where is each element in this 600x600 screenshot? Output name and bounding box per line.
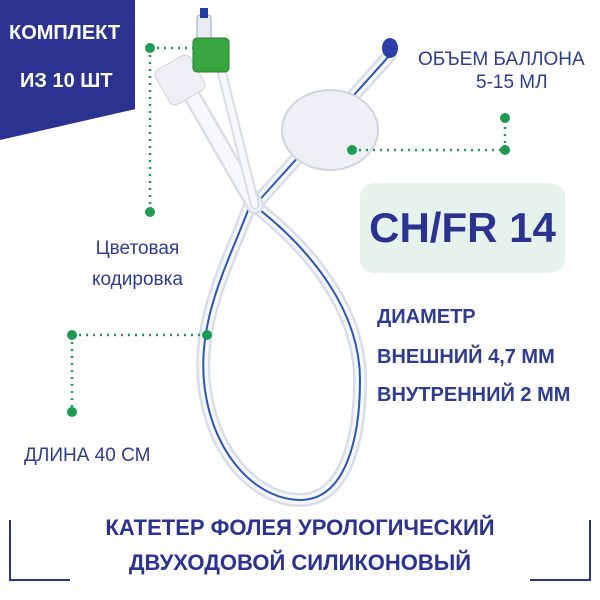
color-coding-line2: кодировка <box>92 269 183 290</box>
size-badge: CH/FR 14 <box>360 183 565 273</box>
color-coding-label: Цветовая кодировка <box>92 237 183 291</box>
color-coding-line1: Цветовая <box>95 238 180 259</box>
kit-badge: КОМПЛЕКТ ИЗ 10 ШТ <box>0 0 135 140</box>
size-label: CH/FR 14 <box>369 204 556 251</box>
product-title-line2: ДВУХОДОВОЙ СИЛИКОНОВЫЙ <box>128 550 472 575</box>
kit-badge-line1: КОМПЛЕКТ <box>9 22 121 44</box>
diameter-line2: ВНЕШНИЙ 4,7 ММ <box>377 346 555 368</box>
diameter-line1: ДИАМЕТР <box>377 306 476 328</box>
balloon-volume-label: ОБЪЕМ БАЛЛОНА 5-15 МЛ <box>418 48 585 94</box>
kit-badge-line2: ИЗ 10 ШТ <box>20 70 113 92</box>
balloon-line2: 5-15 МЛ <box>476 72 548 93</box>
balloon-line1: ОБЪЕМ БАЛЛОНА <box>418 49 585 70</box>
length-label: ДЛИНА 40 СМ <box>24 445 151 466</box>
diameter-line3: ВНУТРЕННИЙ 2 ММ <box>377 384 571 406</box>
diameter-block: ДИАМЕТР ВНЕШНИЙ 4,7 ММ ВНУТРЕННИЙ 2 ММ <box>377 303 570 409</box>
product-title-line1: КАТЕТЕР ФОЛЕЯ УРОЛОГИЧЕСКИЙ <box>105 515 495 540</box>
